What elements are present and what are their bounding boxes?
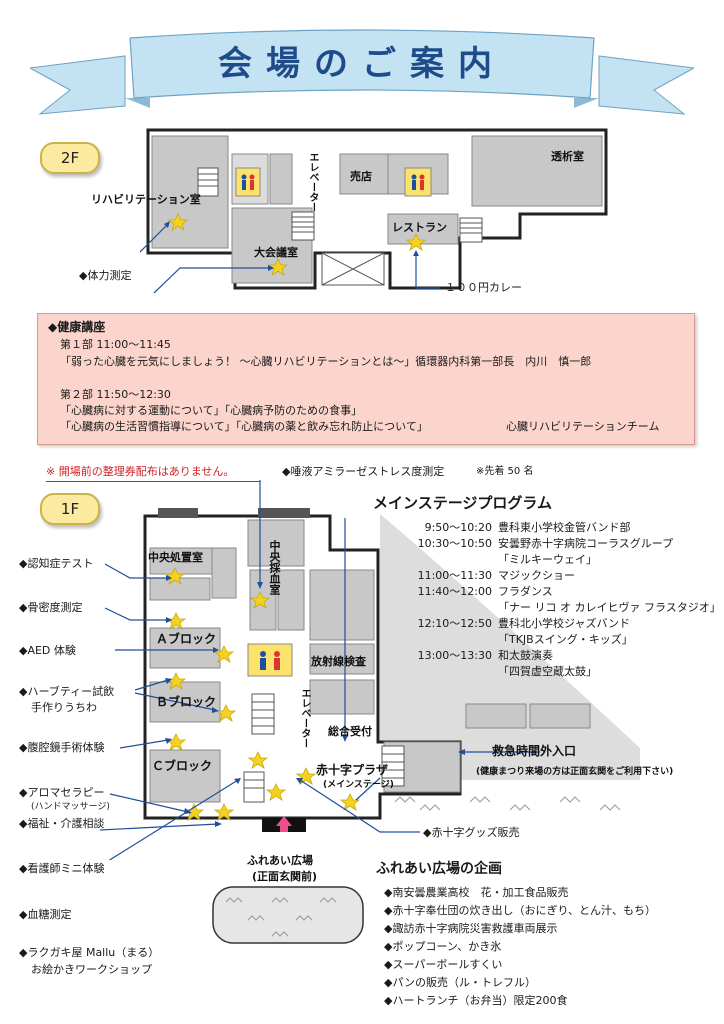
item-goods: ◆赤十字グッズ販売	[423, 826, 520, 839]
fureai-plaza-area	[212, 886, 364, 944]
floor-1f-badge: 1F	[40, 493, 100, 525]
room-meeting: 大会議室	[254, 246, 298, 259]
item-aroma-sub: (ハンドマッサージ)	[31, 802, 110, 812]
room-rehab: リハビリテーション室	[91, 193, 201, 206]
plaza-plan-heading: ふれあい広場の企画	[376, 861, 502, 877]
program-row: 「四賀虚空蔵太鼓」	[498, 665, 597, 678]
lecture-box: ◆健康講座 第１部 11:00～11:45 「弱った心臓を元気にしましょう！ ～…	[37, 313, 695, 445]
plaza-plan-item: ◆パンの販売（ル・トレフル）	[384, 976, 537, 989]
room-dialysis: 透析室	[551, 150, 584, 163]
program-row: 「ミルキーウェイ」	[498, 553, 597, 566]
room-radiology: 放射線検査	[311, 655, 366, 668]
lecture-heading: ◆健康講座	[48, 320, 106, 334]
item-bone: ◆骨密度測定	[19, 601, 83, 614]
plaza-plan-item: ◆諏訪赤十字病院災害救護車両展示	[384, 922, 558, 935]
notice-underline	[46, 481, 260, 482]
room-plaza: 赤十字プラザ	[316, 763, 389, 777]
plaza-plan-item: ◆赤十字奉仕団の炊き出し（おにぎり、とん汁、もち）	[384, 904, 657, 917]
item-dementia: ◆認知症テスト	[19, 557, 94, 570]
item-aed: ◆AED 体験	[19, 644, 76, 657]
floor-2f-badge: 2F	[40, 142, 100, 174]
notice-text: ※ 開場前の整理券配布はありません。	[46, 465, 235, 478]
lecture-part2-time: 第２部 11:50～12:30	[60, 388, 171, 401]
room-restaurant: レストラン	[392, 221, 447, 234]
room-elevator-2f: エレベーター	[307, 152, 318, 212]
program-row: 「ナー リコ オ カレイヒヴァ フラスタジオ」	[498, 601, 721, 614]
room-blood: 中央採血室	[268, 540, 281, 595]
program-heading: メインステージプログラム	[373, 494, 552, 512]
lecture-part1-time: 第１部 11:00～11:45	[60, 338, 171, 351]
item-rakugaki-sub: お絵かきワークショップ	[31, 963, 152, 976]
program-row: 「TKJBスイング・キッズ」	[498, 633, 633, 646]
lecture-part2-team: 心臓リハビリテーションチーム	[506, 420, 660, 433]
item-laparo: ◆腹腔鏡手術体験	[19, 741, 105, 754]
plaza-plan-item: ◆ハートランチ（お弁当）限定200食	[384, 994, 568, 1007]
room-central: 中央処置室	[148, 551, 203, 564]
title-banner	[30, 29, 694, 115]
callout-body-measure: ◆体力測定	[79, 269, 132, 282]
saliva-test: ◆唾液アミラーゼストレス度測定	[282, 465, 445, 478]
plaza-plan-list: ◆南安曇農業高校 花・加工食品販売 ◆赤十字奉仕団の炊き出し（おにぎり、とん汁、…	[384, 886, 714, 1012]
item-rakugaki: ◆ラクガキ屋 Mallu（まる）	[19, 946, 160, 959]
page-title: 会場のご案内	[218, 44, 506, 84]
room-emergency-note: (健康まつり来場の方は正面玄関をご利用下さい)	[476, 767, 674, 777]
room-block-b: Ｂブロック	[156, 695, 217, 709]
item-welfare: ◆福祉・介護相談	[19, 817, 105, 830]
room-reception: 総合受付	[328, 725, 372, 738]
saliva-note: ※先着 50 名	[476, 466, 534, 477]
floor-2f-map	[140, 128, 608, 293]
callout-curry: １００円カレー	[445, 281, 522, 294]
room-front: (正面玄関前)	[252, 870, 318, 883]
plaza-plan-item: ◆スーパーボールすくい	[384, 958, 503, 971]
item-nurse: ◆看護師ミニ体験	[19, 862, 105, 875]
item-sugar: ◆血糖測定	[19, 908, 72, 921]
lecture-part1-title: 「弱った心臓を元気にしましょう！ ～心臓リハビリテーションとは～」循環器内科第一…	[60, 355, 592, 368]
plaza-plan-item: ◆南安曇農業高校 花・加工食品販売	[384, 886, 569, 899]
room-elevator-1f: エレベーター	[299, 688, 310, 748]
lecture-part2-line2: 「心臓病の生活習慣指導について」「心臓病の薬と飲み忘れ防止について」	[60, 420, 428, 433]
floor-1f-map	[99, 480, 640, 860]
item-herb: ◆ハーブティー試飲	[19, 685, 115, 698]
room-main-stage: (メインステージ)	[323, 780, 394, 790]
plaza-plan-item: ◆ポップコーン、かき氷	[384, 940, 502, 953]
room-block-a: Ａブロック	[156, 632, 217, 646]
item-aroma: ◆アロマセラピー	[19, 786, 105, 799]
lecture-part2-line1: 「心臓病に対する運動について」「心臓病予防のための食事」	[60, 404, 363, 417]
item-herb-sub: 手作りうちわ	[31, 701, 97, 714]
room-emergency: 救急時間外入口	[492, 744, 577, 758]
room-block-c: Ｃブロック	[152, 759, 213, 773]
room-shop: 売店	[350, 170, 372, 183]
room-fureai: ふれあい広場	[247, 854, 313, 867]
